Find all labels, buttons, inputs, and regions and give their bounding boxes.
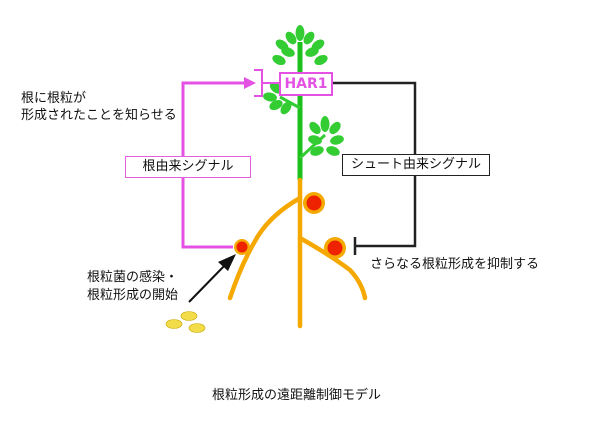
right-leaves bbox=[298, 116, 344, 160]
right-root bbox=[297, 235, 368, 301]
diagram-caption: 根粒形成の遠距離制御モデル bbox=[212, 388, 382, 403]
shoot-signal-label: シュート由来シグナル bbox=[342, 154, 490, 176]
root-system bbox=[227, 177, 368, 329]
infection-arrow bbox=[188, 254, 236, 303]
nodule-right bbox=[324, 237, 346, 259]
inhibit-label: さらなる根粒形成を抑制する bbox=[370, 257, 540, 272]
root-signal-label: 根由来シグナル bbox=[125, 156, 251, 178]
root-signal-effect-line1: 根に根粒が bbox=[21, 91, 87, 106]
rhizobia bbox=[165, 311, 206, 333]
left-root bbox=[227, 195, 303, 301]
har1-label: HAR1 bbox=[279, 72, 333, 96]
root-signal-effect-line2: 形成されたことを知らせる bbox=[21, 108, 177, 123]
upper-leaves bbox=[272, 25, 328, 66]
nodule-left bbox=[234, 239, 250, 255]
infection-label-line2: 根粒形成の開始 bbox=[87, 288, 179, 303]
nodule-main bbox=[303, 192, 325, 214]
infection-label-line1: 根粒菌の感染・ bbox=[87, 270, 179, 285]
nodules bbox=[234, 192, 346, 259]
